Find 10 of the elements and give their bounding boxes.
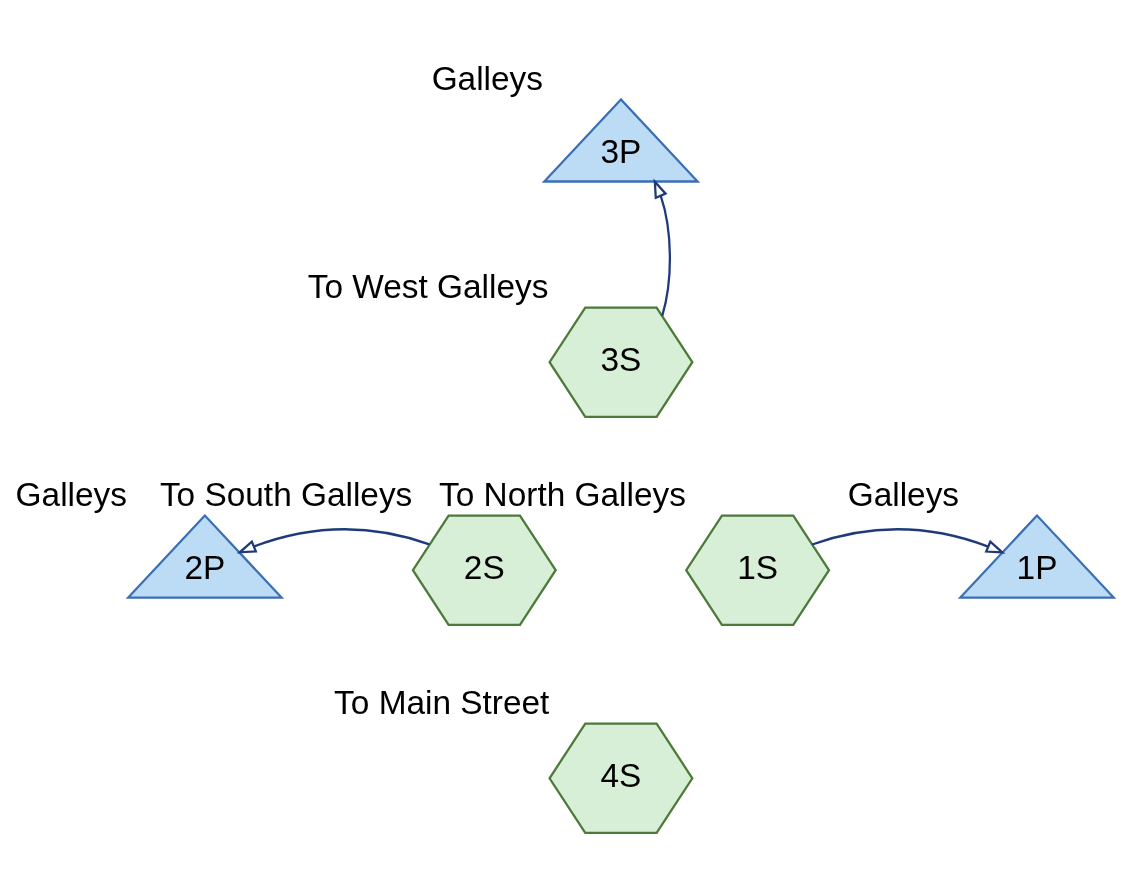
node-label: To West Galleys: [307, 267, 549, 305]
node-label: Galleys: [431, 59, 543, 97]
arrow: [653, 178, 671, 317]
node-label: To South Galleys: [159, 475, 413, 513]
arrow: [236, 528, 430, 554]
node-label: Galleys: [847, 475, 960, 513]
node-label: To North Galleys: [439, 475, 686, 513]
node-label: Galleys: [15, 475, 127, 513]
node-label: To Main Street: [334, 683, 550, 721]
arrow: [811, 528, 1006, 554]
